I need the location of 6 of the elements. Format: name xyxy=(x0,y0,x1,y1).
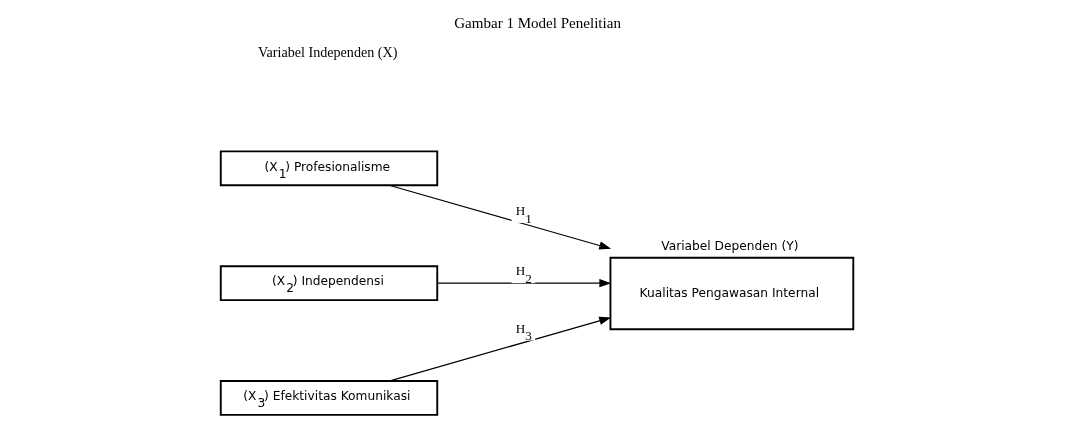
diagram-title: Gambar 1 Model Penelitian xyxy=(453,14,621,31)
arrow xyxy=(388,184,611,250)
node-box: Kualitas Pengawasan Internal xyxy=(609,256,854,331)
label: Variabel Independen (X) xyxy=(257,43,397,60)
node-label: Variabel Dependen (Y) xyxy=(660,238,798,253)
arrow xyxy=(436,279,611,288)
